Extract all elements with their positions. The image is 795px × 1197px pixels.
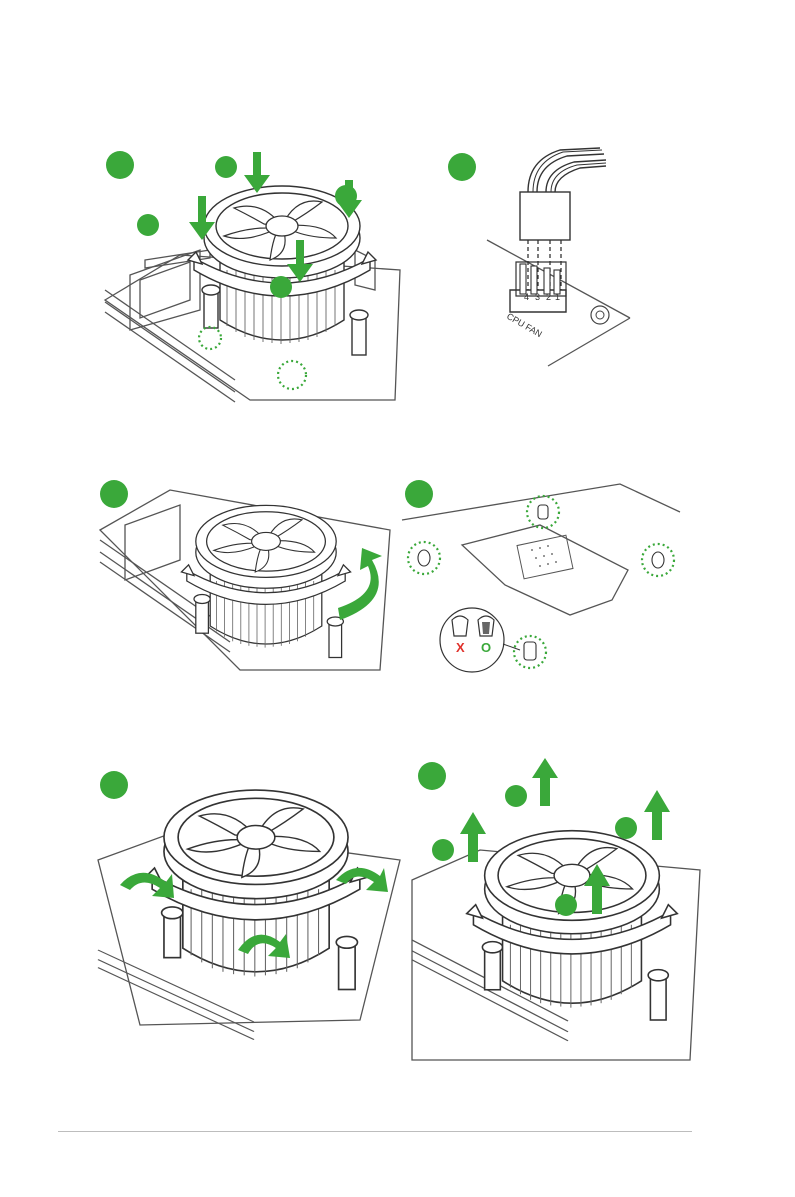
pin-number: 3: [535, 292, 540, 302]
correct-orientation-mark: O: [481, 640, 491, 655]
step-badge-icon: [418, 762, 446, 790]
step-badge-icon: [100, 480, 128, 508]
step-badge-icon: [505, 785, 527, 807]
step-badge-icon: [405, 480, 433, 508]
pin-number: 1: [555, 292, 560, 302]
pin-number: 2: [546, 292, 551, 302]
step-badge-icon: [100, 771, 128, 799]
rotate-arrow-icon: [120, 873, 174, 898]
pin-number: 4: [524, 292, 529, 302]
step-badge-icon: [137, 214, 159, 236]
step-badge-icon: [270, 276, 292, 298]
step-badge-icon: [106, 151, 134, 179]
push-pin-highlight-icon: [278, 361, 306, 389]
mounting-hole-icon: [591, 306, 609, 324]
rotate-arrow-icon: [338, 548, 382, 620]
step-remove-cooler-illustration: [412, 758, 700, 1060]
step-turn-fasteners-illustration: [98, 771, 400, 1040]
pin-orientation-callout: [440, 608, 504, 672]
step-badge-icon: [335, 185, 357, 207]
arrow-up-icon: [460, 812, 486, 862]
arrow-up-icon: [644, 790, 670, 840]
wrong-orientation-mark: X: [456, 640, 465, 655]
step-badge-icon: [555, 894, 577, 916]
step-badge-icon: [215, 156, 237, 178]
arrow-up-icon: [532, 758, 558, 806]
step-rotate-illustration: [100, 480, 390, 670]
step-badge-icon: [448, 153, 476, 181]
step-connect-fan-illustration: 1 2 3 4 CPU FAN: [448, 148, 630, 366]
push-pin-highlight-icon: [199, 327, 221, 349]
step-badge-icon: [615, 817, 637, 839]
step-check-pins-illustration: X O: [402, 480, 680, 672]
footer-rule: [58, 1131, 692, 1132]
step-badge-icon: [432, 839, 454, 861]
connector-label: CPU FAN: [505, 311, 544, 339]
step-install-cooler-illustration: [105, 151, 400, 402]
